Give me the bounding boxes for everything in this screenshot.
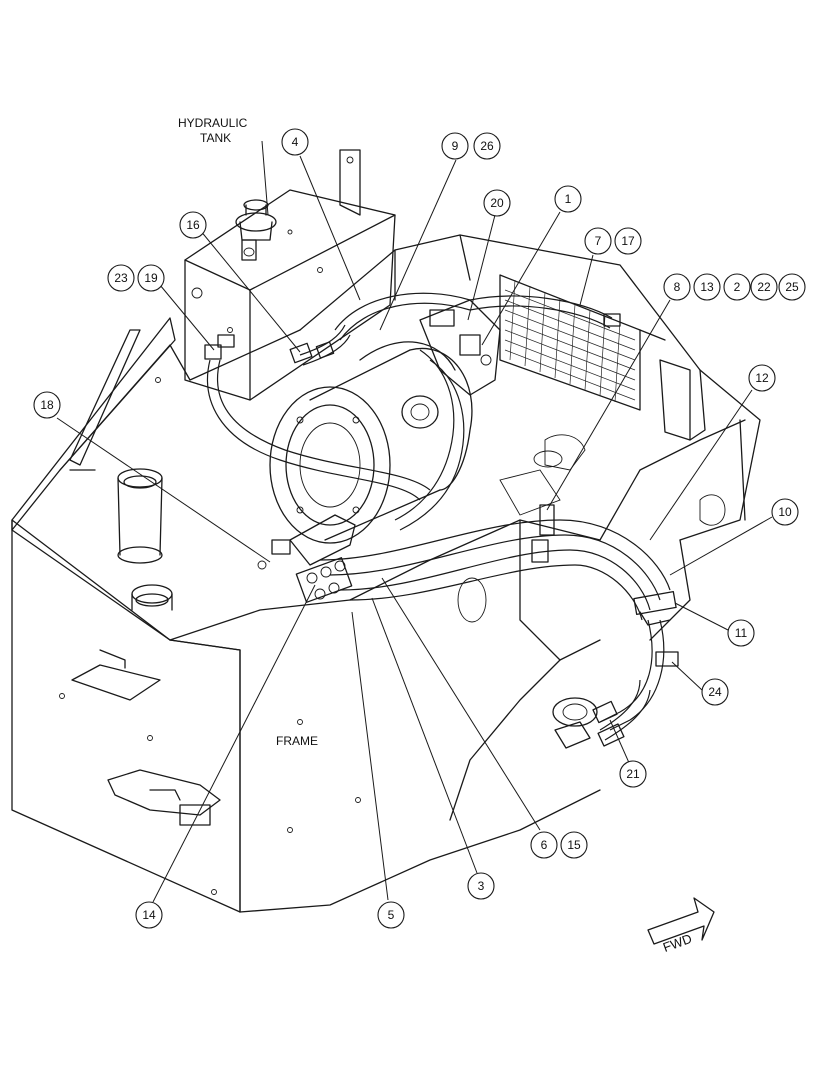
callout-23-text: 23 [114,271,128,285]
callout-16-text: 16 [186,218,200,232]
callout-6: 6 [530,831,558,859]
callout-18-text: 18 [40,398,54,412]
callout-25-text: 25 [785,280,799,294]
hose-assemblies [204,292,679,749]
callout-26-text: 26 [480,139,494,153]
callout-1: 1 [554,185,582,213]
hydraulic-tank [184,149,396,401]
callout-21-text: 21 [626,767,640,781]
machine-frame [11,234,761,913]
callout-9: 9 [441,132,469,160]
callout-21: 21 [619,760,647,788]
callout-9-text: 9 [452,139,459,153]
callout-12-text: 12 [755,371,769,385]
forward-direction-arrow: FWD [647,897,715,955]
callout-18: 18 [33,391,61,419]
callout-11-text: 11 [735,626,748,640]
fwd-label: FWD [661,931,694,955]
callout-2: 2 [723,273,751,301]
callout-20: 20 [483,189,511,217]
callout-10: 10 [771,498,799,526]
callout-4-text: 4 [292,135,299,149]
callout-6-text: 6 [541,838,548,852]
callout-17: 17 [614,227,642,255]
callout-22-text: 22 [757,280,771,294]
leader-lines [56,140,773,903]
callout-12: 12 [748,364,776,392]
callout-20-text: 20 [490,196,504,210]
callout-10-text: 10 [778,505,792,519]
callout-11: 11 [727,619,755,647]
callout-24-text: 24 [708,685,722,699]
callout-15-text: 15 [567,838,581,852]
callout-7-text: 7 [595,234,602,248]
callout-7: 7 [584,227,612,255]
callout-24: 24 [701,678,729,706]
callout-13-text: 13 [700,280,714,294]
callout-13: 13 [693,273,721,301]
callout-14: 14 [135,901,163,929]
callout-19-text: 19 [144,271,158,285]
callout-2-text: 2 [734,280,741,294]
callout-8: 8 [663,273,691,301]
callout-26: 26 [473,132,501,160]
callout-8-text: 8 [674,280,681,294]
callout-5: 5 [377,901,405,929]
drive-motor [269,299,501,544]
hydraulic-tank-label-line1: HYDRAULIC [178,116,248,130]
callout-5-text: 5 [388,908,395,922]
cooler-grille [499,274,691,441]
callout-16: 16 [179,211,207,239]
callout-15: 15 [560,831,588,859]
callout-3: 3 [467,872,495,900]
callout-19: 19 [137,264,165,292]
callout-4: 4 [281,128,309,156]
callout-23: 23 [107,264,135,292]
hydraulic-tank-label-line2: TANK [200,131,231,145]
callout-1-text: 1 [565,192,572,206]
callout-14-text: 14 [142,908,156,922]
callout-3-text: 3 [478,879,485,893]
callouts: 4 9 26 20 1 16 7 17 [33,128,806,929]
callout-22: 22 [750,273,778,301]
frame-label: FRAME [276,734,318,748]
callout-25: 25 [778,273,806,301]
callout-17-text: 17 [621,234,635,248]
filler-neck [117,468,173,611]
